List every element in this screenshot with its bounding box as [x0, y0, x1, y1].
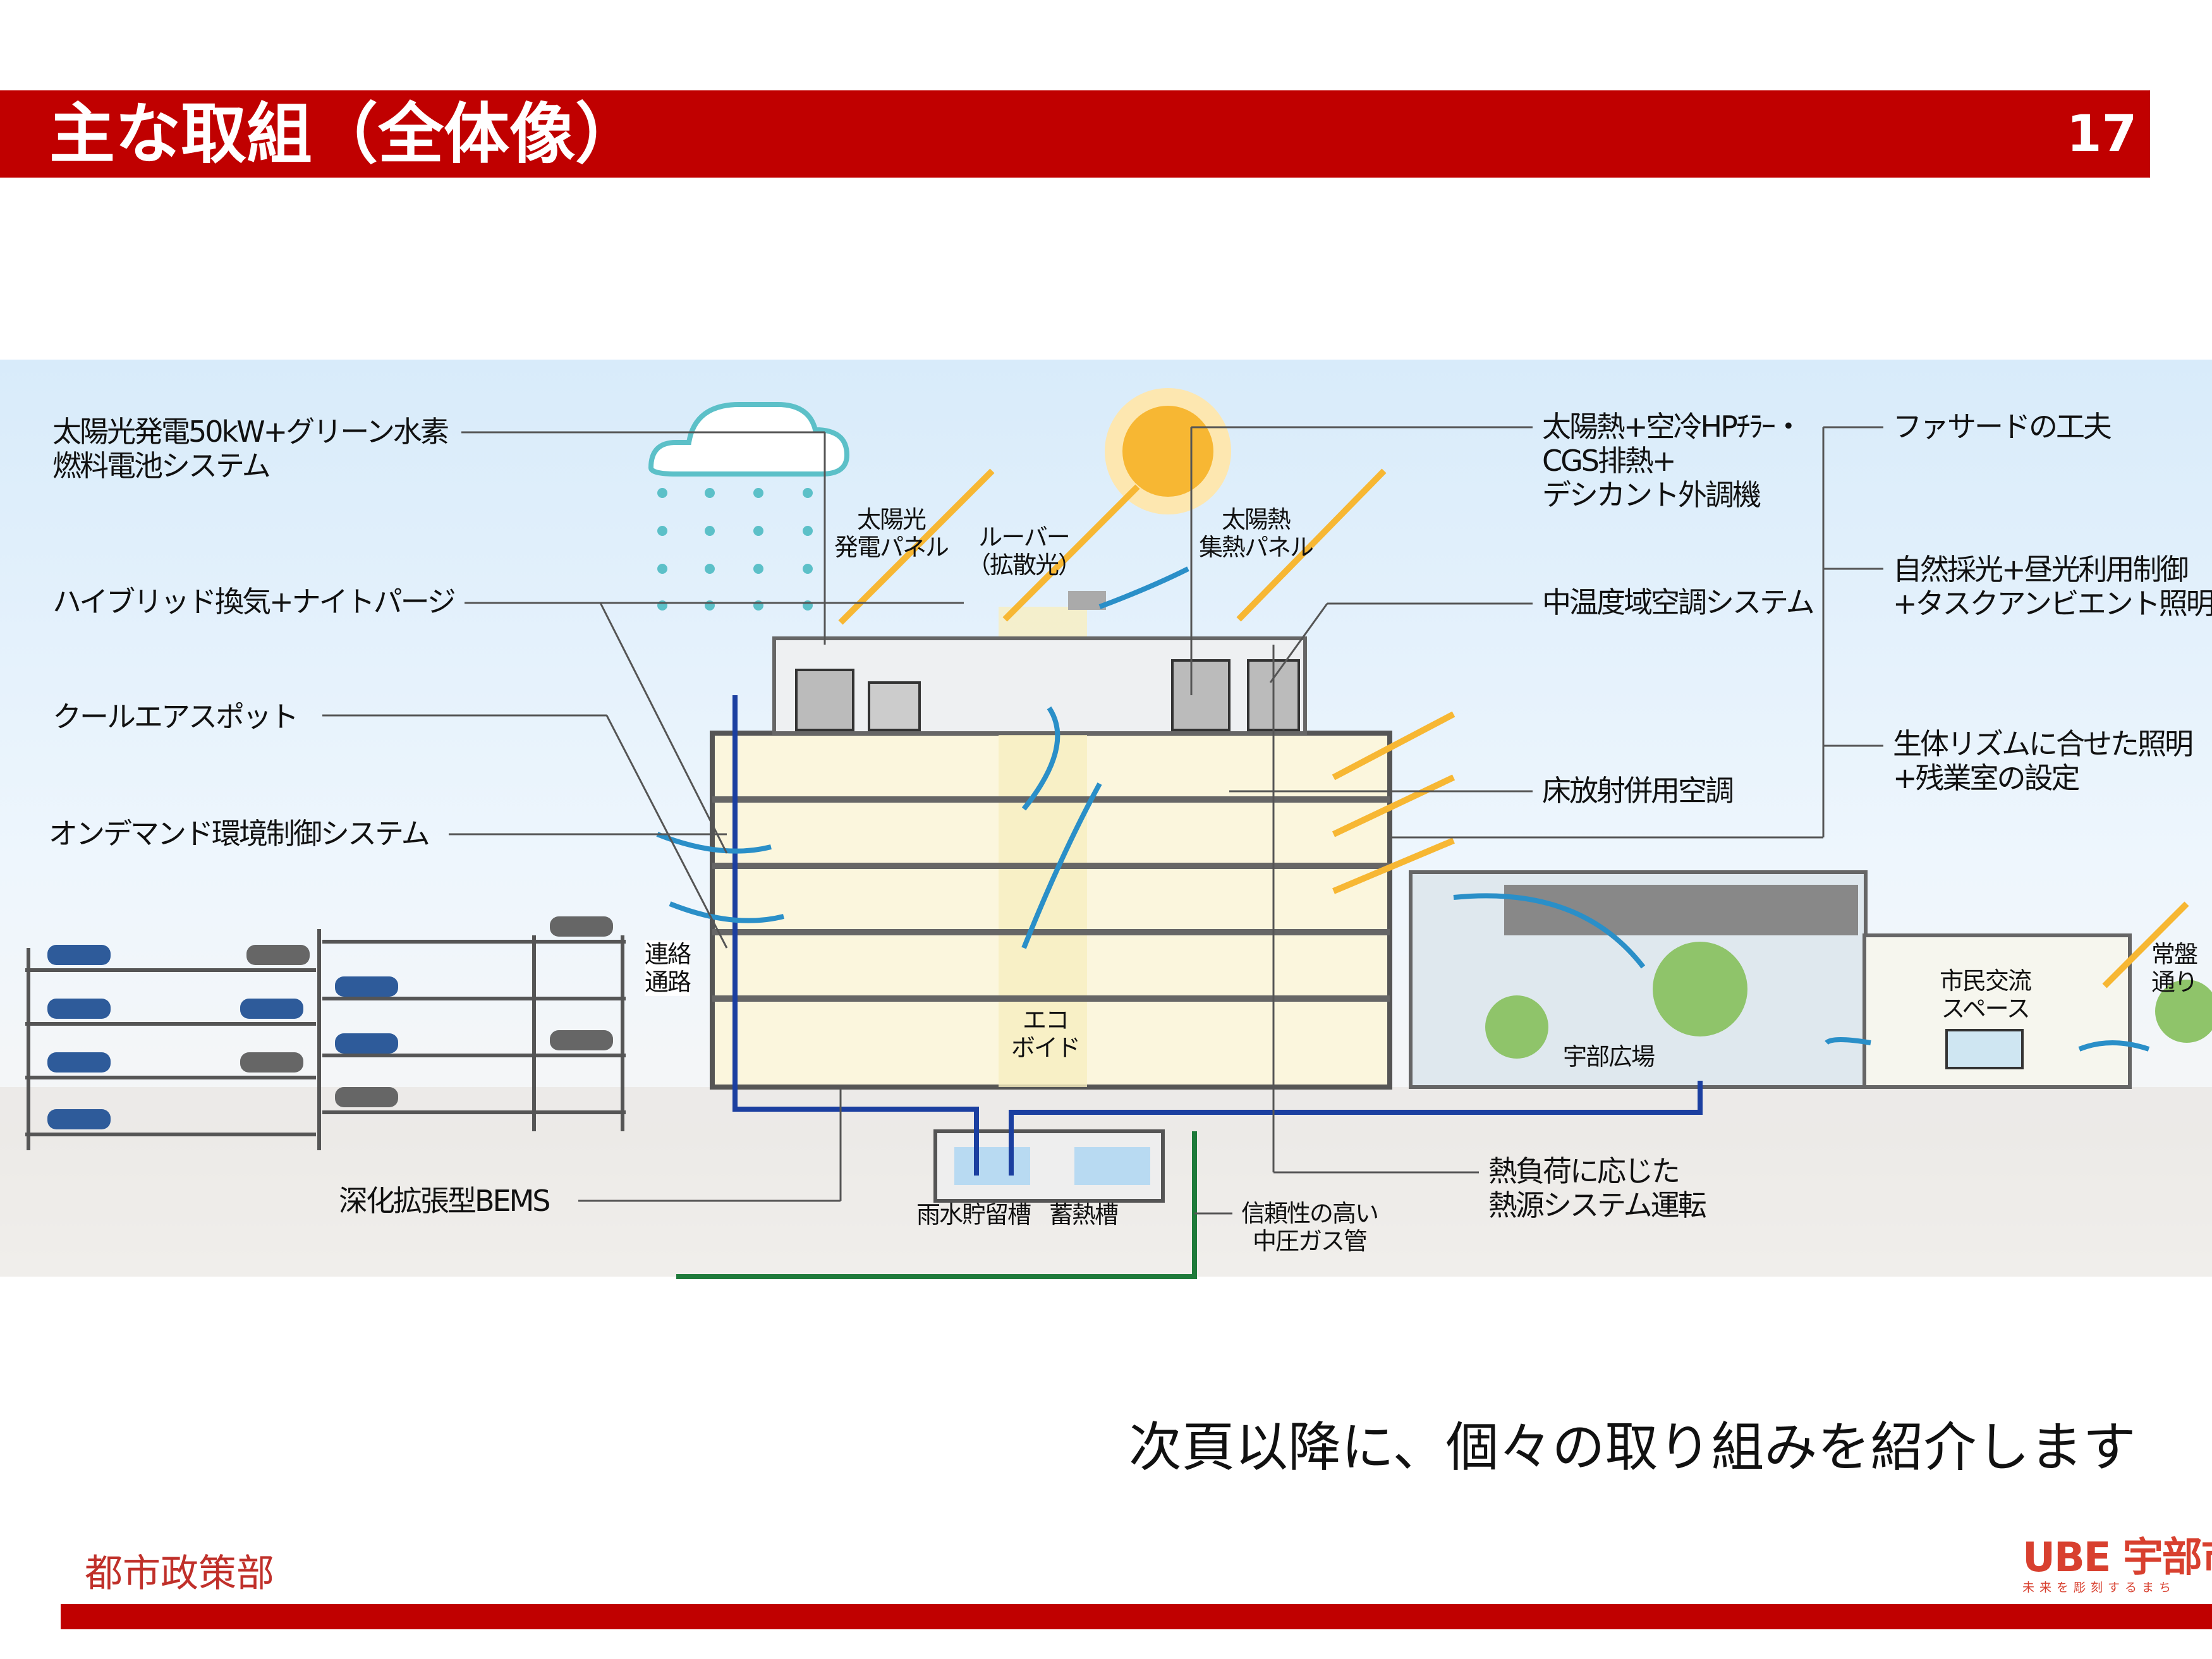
annex-building	[1409, 870, 2212, 1089]
label-solar-heat-chiller: 太陽熱+空冷HPﾁﾗｰ・CGS排熱+デシカント外調機	[1542, 410, 1803, 512]
leader-lines	[322, 426, 1883, 1215]
rainwater-pipe	[732, 695, 979, 1176]
label-cool-air-spot: クールエアスポット	[52, 700, 299, 734]
subtitle: 次頁以降に、個々の取り組みを紹介します	[1129, 1416, 2136, 1478]
label-citizen-space: 市民交流スペース	[1940, 967, 2032, 1023]
cars	[47, 945, 398, 1129]
label-solar-power: 太陽光発電50kW+グリーン水素燃料電池システム	[52, 415, 449, 483]
ube-city-logo: UBE 宇部市 未来を彫刻するまち	[2022, 1534, 2212, 1599]
department-name: 都市政策部	[85, 1552, 274, 1596]
label-ube-plaza: 宇部広場	[1563, 1043, 1655, 1071]
page-title: 主な取組（全体像）	[49, 95, 641, 173]
parking-structure	[25, 929, 626, 1150]
label-on-demand-control: オンデマンド環境制御システム	[49, 817, 430, 851]
label-louver: ルーバー（拡散光）	[967, 523, 1082, 579]
airflow-arrows	[656, 566, 2150, 1052]
logo-main: UBE 宇部市	[2022, 1534, 2212, 1581]
label-thermal-tank: 蓄熱槽	[1049, 1201, 1119, 1229]
label-solar-heat-panel: 太陽熱集熱パネル	[1199, 506, 1314, 561]
footer-bar	[61, 1604, 2212, 1629]
label-pv-panel: 太陽光発電パネル	[834, 506, 949, 561]
label-bems: 深化拡張型BEMS	[339, 1184, 551, 1218]
label-rain-tank: 雨水貯留槽	[916, 1201, 1031, 1229]
label-biorhythm: 生体リズムに合せた照明+残業室の設定	[1893, 727, 2194, 795]
label-daylight: 自然採光+昼光利用制御+タスクアンビエント照明	[1893, 552, 2212, 621]
label-mid-temp-hvac: 中温度域空調システム	[1542, 585, 1815, 619]
label-corridor: 連絡通路	[645, 940, 691, 996]
label-floor-radiant: 床放射併用空調	[1542, 774, 1734, 808]
label-hybrid-ventilation: ハイブリッド換気+ナイトパージ	[52, 585, 456, 619]
label-facade: ファサードの工夫	[1893, 410, 2112, 444]
sunlight-arrows	[838, 468, 2189, 988]
cloud-rain-icon	[648, 402, 850, 611]
label-gas-pipe: 信頼性の高い中圧ガス管	[1241, 1200, 1379, 1255]
logo-tagline: 未来を彫刻するまち	[2022, 1581, 2177, 1595]
gas-pipe	[676, 1131, 1197, 1279]
label-heat-source: 熱負荷に応じた熱源システム運転	[1488, 1154, 1707, 1222]
label-eco-void: エコボイド	[1011, 1006, 1081, 1062]
page-number: 17	[2067, 104, 2137, 163]
header-bar	[0, 90, 2150, 178]
label-tokiwa-street: 常盤通り	[2151, 940, 2198, 996]
